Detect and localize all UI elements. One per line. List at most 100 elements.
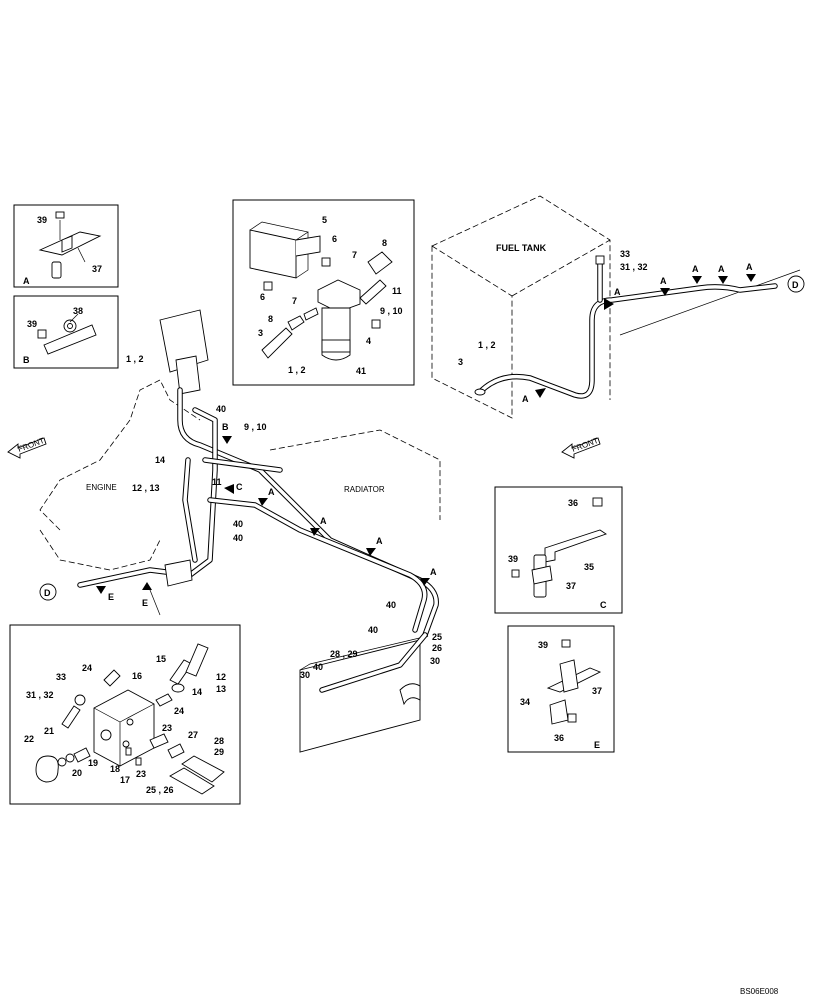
view-a-title: A bbox=[23, 276, 30, 286]
callout-34: 34 bbox=[520, 697, 530, 707]
arrow-e-main-2: E bbox=[142, 598, 148, 608]
arrow-c-main: C bbox=[236, 482, 243, 492]
callout-19: 19 bbox=[88, 758, 98, 768]
callout-15: 15 bbox=[156, 654, 166, 664]
callout-25-main: 25 bbox=[432, 632, 442, 642]
callout-31-32-detail: 31 , 32 bbox=[26, 690, 54, 700]
arrow-a-main-1: A bbox=[268, 487, 275, 497]
callout-23-b: 23 bbox=[136, 769, 146, 779]
callout-7: 7 bbox=[352, 250, 357, 260]
callout-40-a: 40 bbox=[216, 404, 226, 414]
callout-11: 11 bbox=[392, 286, 402, 296]
callout-25-26-detail: 25 , 26 bbox=[146, 785, 174, 795]
fuel-filter-inset: 5 6 6 7 7 8 8 11 9 , 10 4 3 1 , 2 41 bbox=[232, 199, 415, 386]
callout-6-b: 6 bbox=[260, 292, 265, 302]
callout-3: 3 bbox=[258, 328, 263, 338]
view-e-title: E bbox=[594, 740, 600, 750]
callout-24-a: 24 bbox=[82, 663, 92, 673]
callout-23-a: 23 bbox=[162, 723, 172, 733]
callout-30-a: 30 bbox=[300, 670, 310, 680]
callout-41: 41 bbox=[356, 366, 366, 376]
callout-33-detail: 33 bbox=[56, 672, 66, 682]
callout-7-b: 7 bbox=[292, 296, 297, 306]
callout-16: 16 bbox=[132, 671, 142, 681]
arrow-a-main-2: A bbox=[320, 516, 327, 526]
fuel-tank-label: FUEL TANK bbox=[496, 243, 547, 253]
callout-4: 4 bbox=[366, 336, 371, 346]
callout-11-main: 11 bbox=[212, 477, 222, 487]
arrow-e-main-1: E bbox=[108, 592, 114, 602]
callout-6: 6 bbox=[332, 234, 337, 244]
arrow-a-tank-1: A bbox=[522, 394, 529, 404]
callout-39-b: 39 bbox=[27, 319, 37, 329]
callout-33: 33 bbox=[620, 249, 630, 259]
view-c-title: C bbox=[600, 600, 607, 610]
callout-14-detail: 14 bbox=[192, 687, 202, 697]
callout-37-c: 37 bbox=[566, 581, 576, 591]
callout-36-e: 36 bbox=[554, 733, 564, 743]
arrow-a-main-4: A bbox=[430, 567, 437, 577]
callout-26-main: 26 bbox=[432, 643, 442, 653]
callout-35: 35 bbox=[584, 562, 594, 572]
front-label-left: FRONT bbox=[17, 436, 46, 454]
front-label-right: FRONT bbox=[571, 436, 600, 454]
callout-40-e: 40 bbox=[368, 625, 378, 635]
callout-37-e: 37 bbox=[592, 686, 602, 696]
callout-38: 38 bbox=[73, 306, 83, 316]
callout-1-2-main: 1 , 2 bbox=[126, 354, 144, 364]
arrow-a-tank-3: A bbox=[660, 276, 667, 286]
callout-24-b: 24 bbox=[174, 706, 184, 716]
arrow-a-tank-5: A bbox=[718, 264, 725, 274]
callout-17: 17 bbox=[120, 775, 130, 785]
callout-8-b: 8 bbox=[268, 314, 273, 324]
callout-36-c: 36 bbox=[568, 498, 578, 508]
callout-14-main: 14 bbox=[155, 455, 165, 465]
arrow-b-main: B bbox=[222, 422, 229, 432]
inset-view-a: 39 37 A bbox=[13, 204, 119, 288]
callout-39-c: 39 bbox=[508, 554, 518, 564]
connector-d-left: D bbox=[44, 588, 51, 598]
callout-40-d: 40 bbox=[386, 600, 396, 610]
callout-39-e: 39 bbox=[538, 640, 548, 650]
callout-40-f: 40 bbox=[313, 662, 323, 672]
callout-30-b: 30 bbox=[430, 656, 440, 666]
callout-40-c: 40 bbox=[233, 533, 243, 543]
callout-29: 29 bbox=[214, 747, 224, 757]
callout-39: 39 bbox=[37, 215, 47, 225]
inset-view-e: 39 37 34 36 E bbox=[507, 625, 615, 753]
callout-9-10-main: 9 , 10 bbox=[244, 422, 267, 432]
callout-9-10: 9 , 10 bbox=[380, 306, 403, 316]
valve-block-detail: 24 33 16 15 12 13 14 24 31 , 32 22 21 19… bbox=[9, 624, 241, 805]
callout-18: 18 bbox=[110, 764, 120, 774]
engine-radiator-view: ENGINE RADIATOR FRONT D 1 , 2 40 9 , 10 … bbox=[7, 309, 442, 753]
fuel-tank-view: D FUEL TANK 33 31 , 32 1 , 2 3 A A A A A… bbox=[431, 195, 805, 459]
callout-12: 12 bbox=[216, 672, 226, 682]
view-b-title: B bbox=[23, 355, 30, 365]
callout-37: 37 bbox=[92, 264, 102, 274]
callout-1-2: 1 , 2 bbox=[288, 365, 306, 375]
callout-22: 22 bbox=[24, 734, 34, 744]
arrow-a-tank-2: A bbox=[614, 287, 621, 297]
arrow-a-tank-6: A bbox=[746, 262, 753, 272]
callout-31-32: 31 , 32 bbox=[620, 262, 648, 272]
callout-20: 20 bbox=[72, 768, 82, 778]
engine-label: ENGINE bbox=[86, 483, 117, 492]
inset-view-b: 38 39 B bbox=[13, 295, 119, 369]
callout-13: 13 bbox=[216, 684, 226, 694]
drawing-code: BS06E008 bbox=[740, 987, 779, 996]
callout-40-b: 40 bbox=[233, 519, 243, 529]
radiator-label: RADIATOR bbox=[344, 485, 385, 494]
inset-view-c: 36 39 35 37 C bbox=[494, 486, 623, 614]
callout-8: 8 bbox=[382, 238, 387, 248]
callout-5: 5 bbox=[322, 215, 327, 225]
callout-28-29-main: 28 , 29 bbox=[330, 649, 358, 659]
callout-3-tank: 3 bbox=[458, 357, 463, 367]
callout-21: 21 bbox=[44, 726, 54, 736]
callout-28: 28 bbox=[214, 736, 224, 746]
callout-1-2-tank: 1 , 2 bbox=[478, 340, 496, 350]
callout-12-13-main: 12 , 13 bbox=[132, 483, 160, 493]
connector-d-right: D bbox=[792, 280, 799, 290]
arrow-a-tank-4: A bbox=[692, 264, 699, 274]
arrow-a-main-3: A bbox=[376, 536, 383, 546]
